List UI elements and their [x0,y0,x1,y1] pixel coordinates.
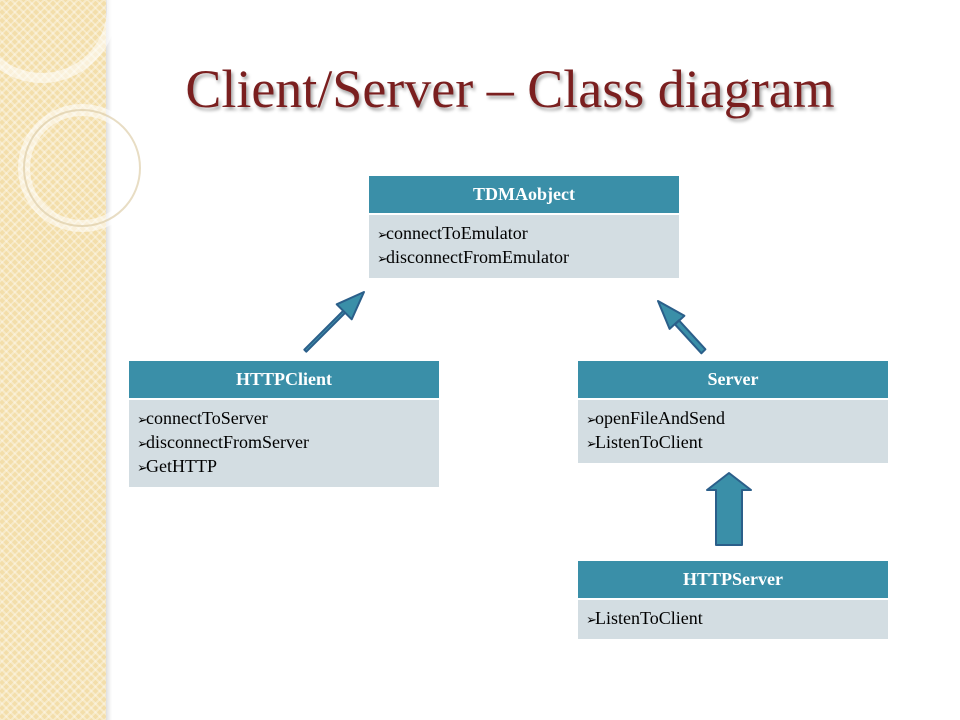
arrow-bullet-icon: ➢ [137,412,148,427]
method-name: disconnectFromServer [146,432,309,452]
arrow-bullet-icon: ➢ [137,436,148,451]
class-name: HTTPClient [129,361,439,400]
class-name: HTTPServer [578,561,888,600]
method-name: ListenToClient [595,432,703,452]
method-list: ➢connectToEmulator ➢disconnectFromEmulat… [369,215,679,278]
method-item: ➢disconnectFromEmulator [377,246,671,270]
method-name: connectToEmulator [386,223,528,243]
side-strip-shadow [106,0,112,720]
method-name: connectToServer [146,408,268,428]
class-httpserver: HTTPServer ➢ListenToClient [578,561,888,639]
method-name: openFileAndSend [595,408,725,428]
method-item: ➢ListenToClient [586,607,880,631]
method-list: ➢openFileAndSend ➢ListenToClient [578,400,888,463]
arrow-bullet-icon: ➢ [586,436,597,451]
class-httpclient: HTTPClient ➢connectToServer ➢disconnectF… [129,361,439,487]
method-name: ListenToClient [595,608,703,628]
method-item: ➢openFileAndSend [586,407,880,431]
class-name: Server [578,361,888,400]
arrow-bullet-icon: ➢ [377,251,388,266]
method-item: ➢ListenToClient [586,431,880,455]
class-tdmaobject: TDMAobject ➢connectToEmulator ➢disconnec… [369,176,679,278]
class-name: TDMAobject [369,176,679,215]
method-list: ➢ListenToClient [578,600,888,639]
slide-title: Client/Server – Class diagram [185,59,835,119]
method-name: disconnectFromEmulator [386,247,569,267]
arrow-bullet-icon: ➢ [586,612,597,627]
arrow-httpclient-to-tdmaobject [303,291,365,353]
arrow-bullet-icon: ➢ [377,227,388,242]
arrow-httpserver-to-server [706,472,752,546]
decorative-circles [0,0,146,232]
method-item: ➢connectToServer [137,407,431,431]
arrow-bullet-icon: ➢ [137,460,148,475]
method-item: ➢disconnectFromServer [137,431,431,455]
method-list: ➢connectToServer ➢disconnectFromServer ➢… [129,400,439,487]
method-item: ➢connectToEmulator [377,222,671,246]
method-item: ➢GetHTTP [137,455,431,479]
arrow-bullet-icon: ➢ [586,412,597,427]
arrow-server-to-tdmaobject [657,300,707,355]
class-server: Server ➢openFileAndSend ➢ListenToClient [578,361,888,463]
method-name: GetHTTP [146,456,217,476]
